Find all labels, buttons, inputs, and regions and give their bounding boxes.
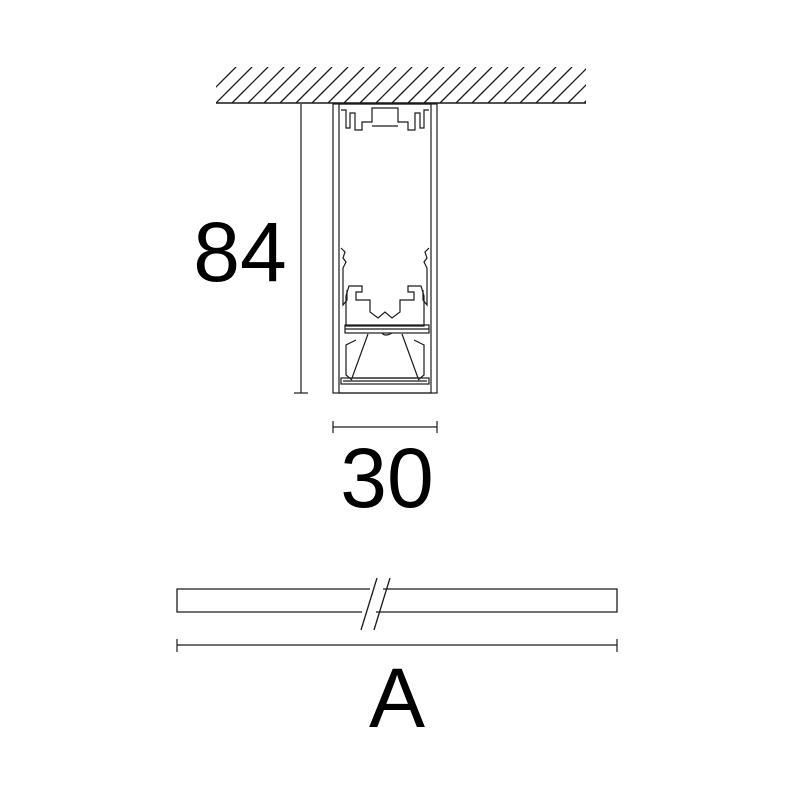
hatch-line (216, 67, 237, 88)
hatch-line (343, 67, 381, 103)
width-dimension (332, 421, 438, 433)
hatch-line (471, 67, 509, 103)
hatch-line (247, 67, 285, 103)
hatch-line (503, 67, 541, 103)
hatch-line (327, 67, 365, 103)
width-label: 30 (340, 431, 433, 525)
hatch-line (616, 67, 652, 103)
hatch-line (535, 67, 573, 103)
hatch-line (519, 67, 557, 103)
height-label: 84 (193, 205, 286, 299)
hatch-line (295, 67, 333, 103)
hatch-line (439, 67, 477, 103)
hatch-line (632, 67, 668, 103)
height-dimension (294, 104, 308, 394)
hatch-line (487, 67, 525, 103)
hatch-line (391, 67, 429, 103)
profile-section (332, 103, 438, 394)
hatch-line (567, 84, 586, 103)
hatch-line (311, 67, 349, 103)
hatch-line (263, 67, 301, 103)
ceiling-hatch (216, 67, 668, 103)
hatch-line (216, 67, 253, 103)
hatch-line (600, 67, 636, 103)
hatch-line (551, 68, 586, 103)
hatch-line (407, 67, 445, 103)
hatch-line (583, 100, 586, 103)
length-dimension (176, 639, 618, 652)
hatch-line (375, 67, 413, 103)
hatch-line (279, 67, 317, 103)
hatch-line (231, 67, 269, 103)
length-label: A (369, 651, 425, 745)
hatch-line (359, 67, 397, 103)
hatch-line (423, 67, 461, 103)
hatch-line (455, 67, 493, 103)
length-bar (176, 577, 618, 631)
